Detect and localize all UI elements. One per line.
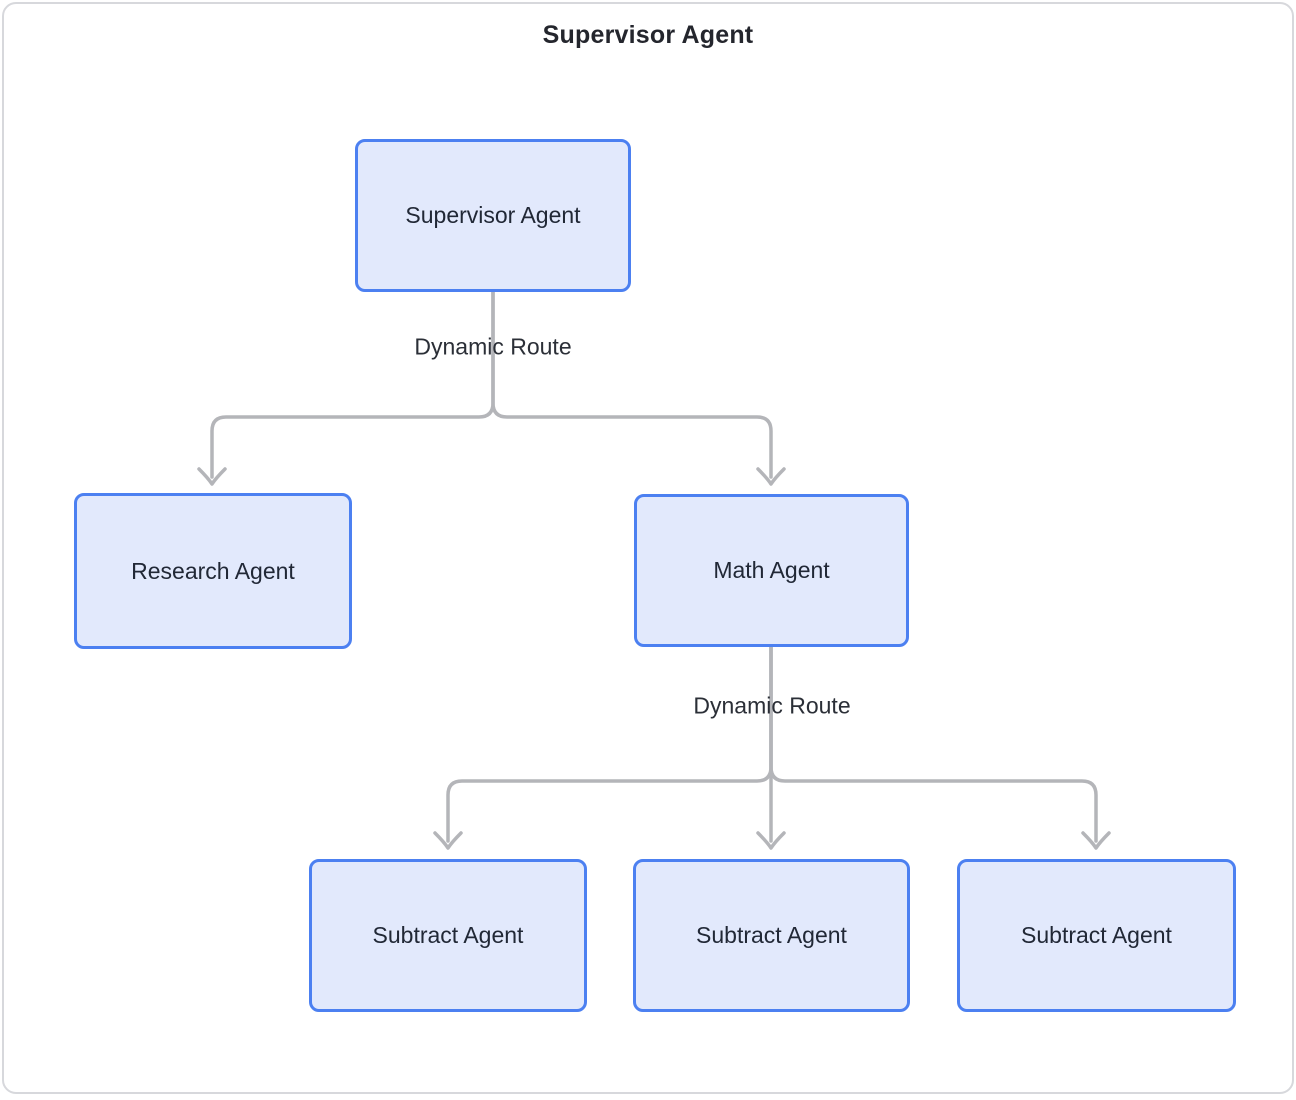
node-label: Subtract Agent xyxy=(372,922,524,948)
node-label: Research Agent xyxy=(131,557,295,584)
node-supervisor-agent: Supervisor Agent xyxy=(355,139,631,292)
connector-layer xyxy=(197,290,1111,850)
edge-supervisor-research xyxy=(210,290,495,479)
node-label: Supervisor Agent xyxy=(405,202,581,228)
node-label: Subtract Agent xyxy=(696,922,847,948)
node-label: Subtract Agent xyxy=(1021,922,1172,948)
edge-math-subtract-1 xyxy=(446,644,773,843)
node-subtract-agent-3: Subtract Agent xyxy=(957,859,1236,1012)
arrowhead-icon xyxy=(1081,831,1111,850)
arrowhead-icon xyxy=(756,467,786,486)
edge-label-dynamic-route-2: Dynamic Route xyxy=(693,692,851,719)
arrowhead-icon xyxy=(197,467,227,486)
diagram-title: Supervisor Agent xyxy=(542,21,754,49)
node-math-agent: Math Agent xyxy=(634,494,909,647)
node-research-agent: Research Agent xyxy=(74,493,352,649)
arrowhead-icon xyxy=(433,831,463,850)
edge-math-subtract-3 xyxy=(769,644,1098,843)
arrowhead-icon xyxy=(756,831,786,850)
node-subtract-agent-2: Subtract Agent xyxy=(633,859,910,1012)
edge-supervisor-math xyxy=(491,290,773,479)
edge-label-dynamic-route-1: Dynamic Route xyxy=(414,333,572,360)
node-label: Math Agent xyxy=(713,557,830,583)
node-subtract-agent-1: Subtract Agent xyxy=(309,859,587,1012)
